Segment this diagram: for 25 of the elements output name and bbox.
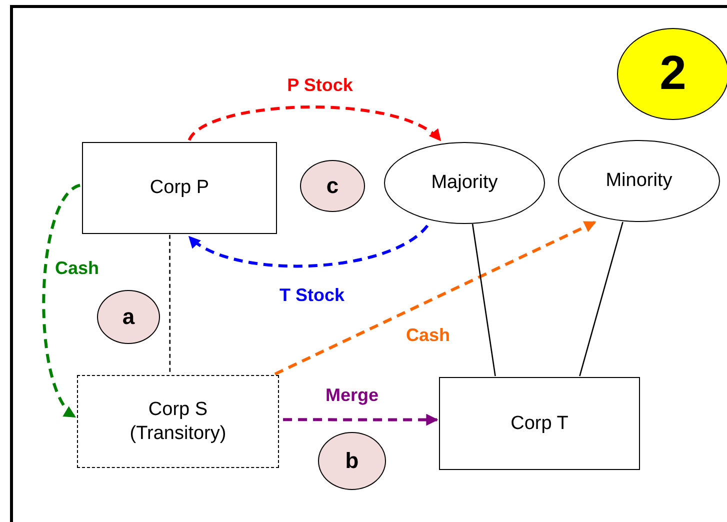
arrow <box>188 106 442 142</box>
arrow <box>274 220 596 376</box>
arrow <box>283 414 438 426</box>
node-label: Majority <box>431 171 498 195</box>
node-label: Minority <box>606 169 672 193</box>
node-label: 2 <box>660 46 686 102</box>
node-label: Corp P <box>150 176 210 200</box>
node-label: a <box>122 303 135 331</box>
node-label: Corp T <box>510 412 568 436</box>
node-label: c <box>326 172 339 200</box>
edge-label: Merge <box>324 386 380 404</box>
node-label: b <box>345 447 359 475</box>
connector-line <box>169 234 171 374</box>
arrow <box>42 184 81 418</box>
edge-label: Cash <box>53 259 101 277</box>
connector-line <box>472 224 496 376</box>
process-box <box>82 142 277 234</box>
edge-label: P Stock <box>285 76 355 94</box>
connector-line <box>579 222 624 376</box>
process-box <box>439 377 640 470</box>
dashed-process-box <box>77 375 279 468</box>
node-label: Corp S (Transitory) <box>128 398 228 446</box>
edge-label: T Stock <box>278 286 346 304</box>
edge-label: Cash <box>404 326 452 344</box>
arrow <box>188 224 429 268</box>
